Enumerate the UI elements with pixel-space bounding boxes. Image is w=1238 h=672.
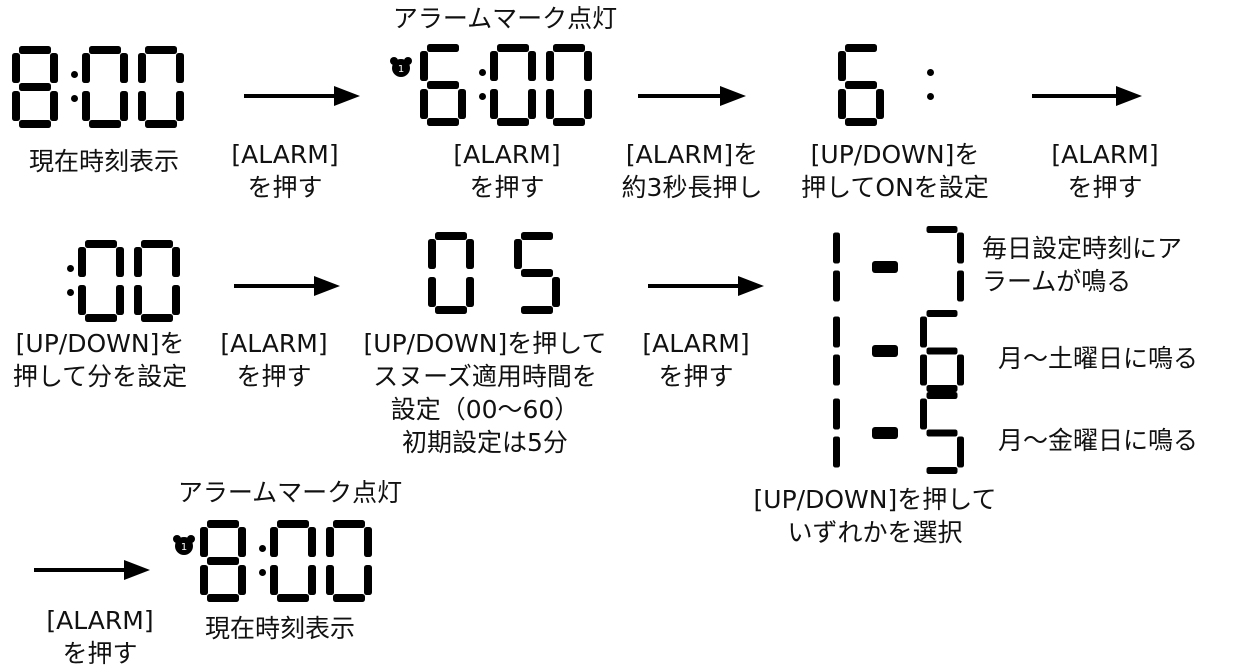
- lcd-digit-8: [12, 46, 58, 128]
- lcd-digit-0: [428, 232, 474, 314]
- caption-line: を押す: [247, 173, 323, 202]
- lcd-digit-6: [920, 310, 964, 392]
- caption-select-option: [UP/DOWN]を押していずれかを選択: [740, 483, 1010, 549]
- lcd-digit-0: [326, 520, 372, 602]
- caption-arrow-7: [ALARM] を押す: [30, 604, 170, 670]
- lcd-option-1-5: [796, 392, 974, 474]
- lcd-digit-0: [134, 240, 180, 322]
- arrow-2: [638, 86, 746, 106]
- arrow-4: [234, 276, 340, 296]
- arrow-3: [1032, 86, 1142, 106]
- caption-line: を押す: [469, 173, 545, 202]
- caption-line: いずれかを選択: [787, 518, 963, 547]
- lcd-dash: [850, 226, 920, 308]
- caption-arrow-3: [ALARM]を約3秒長押し: [612, 138, 772, 204]
- lcd-dash: [850, 392, 920, 474]
- lcd-digit-5: [514, 232, 560, 314]
- lcd-option-1-7: [796, 226, 974, 308]
- lcd-colon: [64, 240, 78, 322]
- lcd-minutes-only: [64, 240, 190, 322]
- caption-set-on: [UP/DOWN]を押してONを設定: [790, 138, 1000, 204]
- alarm-clock-icon: 1: [389, 56, 413, 78]
- lcd-hour-only: [838, 44, 938, 126]
- lcd-digit-1: [833, 316, 840, 386]
- caption-line: 月〜土曜日に鳴る: [998, 344, 1199, 373]
- caption-line: 毎日設定時刻にア: [982, 234, 1183, 263]
- lcd-digit-5: [920, 392, 964, 474]
- lcd-snooze: [428, 232, 600, 314]
- caption-line: [UP/DOWN]を押して: [753, 485, 997, 514]
- caption-arrow-2: [ALARM] を押す: [432, 138, 582, 204]
- lcd-digit-0: [82, 46, 128, 128]
- caption-line: [ALARM]: [642, 329, 750, 358]
- caption-arrow-6: [ALARM] を押す: [626, 327, 766, 393]
- lcd-current-time: [12, 46, 194, 128]
- caption-line: [ALARM]: [220, 329, 328, 358]
- lcd-alarm-time: [420, 44, 602, 126]
- option-text-mon-fri: 月〜金曜日に鳴る: [998, 424, 1238, 457]
- caption-line: 月〜金曜日に鳴る: [998, 426, 1199, 455]
- caption-line: 設定（00〜60）: [390, 395, 580, 424]
- lcd-digit-0: [490, 44, 536, 126]
- lcd-digit-1: [833, 398, 840, 468]
- caption-line: 約3秒長押し: [621, 173, 763, 202]
- lcd-digit-7: [926, 226, 964, 302]
- title-alarm-mark-on-2: アラームマーク点灯: [177, 478, 403, 507]
- caption-line: を押す: [1067, 173, 1143, 202]
- caption-line: 押してONを設定: [801, 173, 989, 202]
- title-alarm-mark-on: アラームマーク点灯: [392, 4, 618, 33]
- caption-line: [ALARM]: [453, 140, 561, 169]
- lcd-digit-0: [138, 46, 184, 128]
- lcd-colon: [256, 520, 270, 602]
- arrow-1: [244, 86, 360, 106]
- caption-snooze: [UP/DOWN]を押してスヌーズ適用時間を設定（00〜60） 初期設定は5分: [340, 327, 630, 459]
- lcd-digit-0: [270, 520, 316, 602]
- lcd-colon: [476, 44, 490, 126]
- option-text-every-day: 毎日設定時刻にアラームが鳴る: [982, 232, 1232, 298]
- caption-line: [UP/DOWN]を押して: [363, 329, 607, 358]
- caption-line: を押す: [62, 639, 138, 668]
- lcd-digit-0: [546, 44, 592, 126]
- caption-line: [UP/DOWN]を: [15, 329, 185, 358]
- svg-text:1: 1: [181, 542, 187, 553]
- caption-line: [ALARM]: [1051, 140, 1159, 169]
- caption-line: 初期設定は5分: [402, 428, 568, 457]
- caption-arrow-5: [ALARM] を押す: [204, 327, 344, 393]
- caption-line: ラームが鳴る: [982, 267, 1132, 296]
- caption-arrow-4: [ALARM] を押す: [1030, 138, 1180, 204]
- lcd-digit-0: [78, 240, 124, 322]
- lcd-digit-8: [200, 520, 246, 602]
- caption-line: [UP/DOWN]を: [810, 140, 980, 169]
- lcd-final-time: [200, 520, 382, 602]
- lcd-colon: [68, 46, 82, 128]
- caption-current-time-2: 現在時刻表示: [204, 614, 355, 643]
- caption-arrow-1: [ALARM] を押す: [210, 138, 360, 204]
- caption-line: [ALARM]: [46, 606, 154, 635]
- option-text-mon-sat: 月〜土曜日に鳴る: [998, 342, 1238, 375]
- caption-line: [ALARM]を: [625, 140, 759, 169]
- arrow-5: [648, 276, 764, 296]
- caption-line: を押す: [658, 362, 734, 391]
- svg-text:1: 1: [398, 64, 404, 75]
- lcd-dash: [850, 310, 920, 392]
- caption-set-minutes: [UP/DOWN]を押して分を設定: [0, 327, 200, 393]
- lcd-digit-6: [838, 44, 884, 126]
- lcd-digit-1: [833, 232, 840, 302]
- arrow-6: [34, 560, 150, 580]
- caption-line: スヌーズ適用時間を: [373, 362, 597, 391]
- caption-line: [ALARM]: [231, 140, 339, 169]
- caption-current-time: 現在時刻表示: [28, 147, 179, 176]
- alarm-clock-icon-2: 1: [172, 534, 196, 556]
- lcd-digit-6: [420, 44, 466, 126]
- lcd-colon: [924, 44, 938, 126]
- caption-line: を押す: [236, 362, 312, 391]
- lcd-option-1-6: [796, 310, 974, 392]
- caption-line: 押して分を設定: [12, 362, 188, 391]
